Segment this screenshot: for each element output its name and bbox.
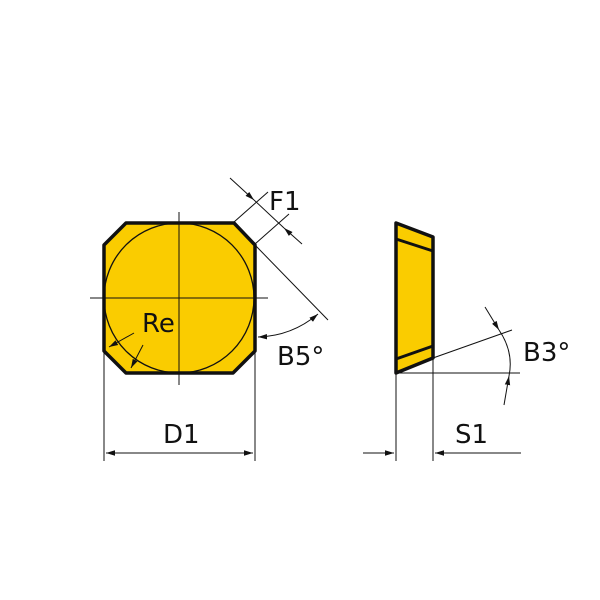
re-label: Re [142,309,175,339]
top-land-line [395,237,434,253]
s1-dimension [363,359,521,461]
side-view: B3° S1 [363,221,570,461]
bottom-land-line [395,344,434,361]
b3-dimension [396,306,520,406]
re-dimension [108,332,144,369]
f1-dimension [229,177,303,245]
f1-label: F1 [269,187,301,217]
b3-label: B3° [523,338,570,368]
b5-label: B5° [277,342,324,372]
b5-dimension [254,244,329,340]
d1-dimension [103,352,256,461]
d1-label: D1 [163,420,200,450]
s1-label: S1 [455,420,488,450]
top-view: F1 B5° Re D1 [90,177,329,461]
